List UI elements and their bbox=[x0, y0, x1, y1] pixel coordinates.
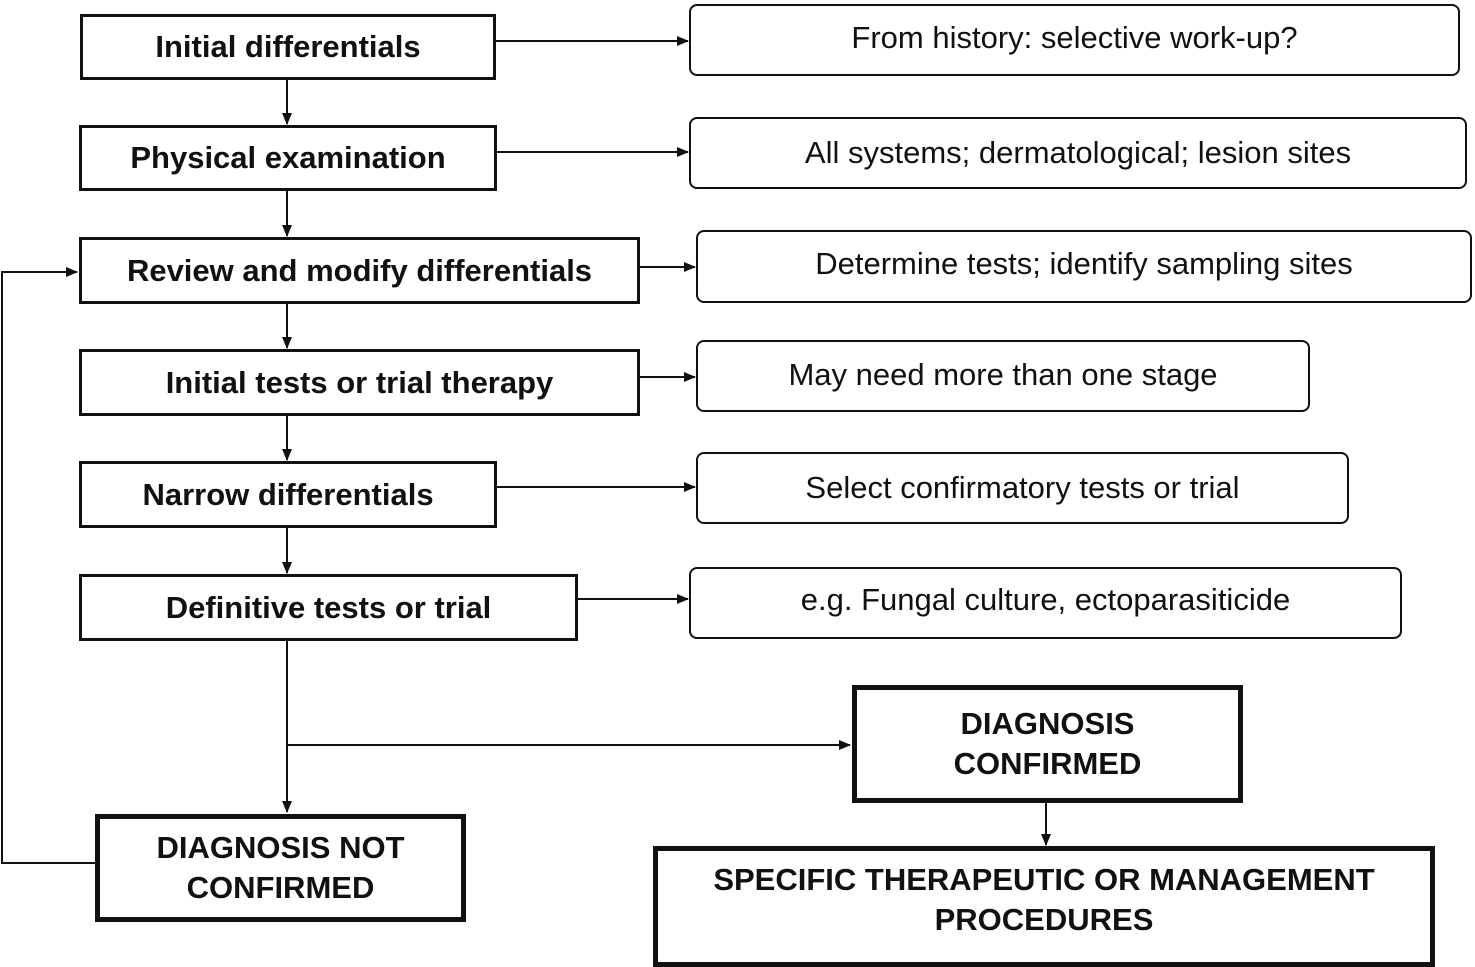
step-label: Initial differentials bbox=[155, 29, 421, 64]
note-more-than-one-stage: May need more than one stage bbox=[696, 340, 1310, 412]
outcome-text: DIAGNOSIS CONFIRMED bbox=[954, 704, 1142, 784]
step-definitive-tests-trial: Definitive tests or trial bbox=[79, 574, 578, 641]
step-initial-differentials: Initial differentials bbox=[80, 14, 496, 80]
outcome-text: DIAGNOSIS NOT CONFIRMED bbox=[156, 828, 404, 908]
note-confirmatory-tests: Select confirmatory tests or trial bbox=[696, 452, 1349, 524]
step-label: Definitive tests or trial bbox=[165, 589, 492, 625]
note-label: e.g. Fungal culture, ectoparasiticide bbox=[800, 582, 1291, 617]
outcome-line: SPECIFIC THERAPEUTIC OR MANAGEMENT bbox=[713, 861, 1375, 897]
outcome-specific-procedures: SPECIFIC THERAPEUTIC OR MANAGEMENT PROCE… bbox=[653, 846, 1435, 967]
step-review-modify-differentials: Review and modify differentials bbox=[79, 237, 640, 304]
feedback-loop-arrow bbox=[1, 267, 97, 864]
outcome-text: SPECIFIC THERAPEUTIC OR MANAGEMENT PROCE… bbox=[713, 860, 1374, 940]
outcome-line: CONFIRMED bbox=[186, 870, 375, 905]
outcome-line: PROCEDURES bbox=[934, 901, 1154, 937]
note-determine-tests: Determine tests; identify sampling sites bbox=[696, 230, 1472, 303]
step-physical-examination: Physical examination bbox=[79, 125, 497, 191]
note-label: All systems; dermatological; lesion site… bbox=[804, 135, 1352, 170]
step-label: Physical examination bbox=[130, 140, 446, 175]
step-label: Initial tests or trial therapy bbox=[165, 364, 554, 400]
outcome-diagnosis-not-confirmed: DIAGNOSIS NOT CONFIRMED bbox=[95, 814, 466, 922]
step-initial-tests-trial-therapy: Initial tests or trial therapy bbox=[79, 349, 640, 416]
step-label: Narrow differentials bbox=[142, 476, 434, 512]
note-fungal-culture: e.g. Fungal culture, ectoparasiticide bbox=[689, 567, 1402, 639]
outcome-diagnosis-confirmed: DIAGNOSIS CONFIRMED bbox=[852, 685, 1243, 803]
note-label: From history: selective work-up? bbox=[851, 20, 1298, 55]
note-label: May need more than one stage bbox=[788, 356, 1218, 392]
note-label: Determine tests; identify sampling sites bbox=[815, 246, 1353, 281]
step-label: Review and modify differentials bbox=[126, 252, 593, 288]
step-narrow-differentials: Narrow differentials bbox=[79, 461, 497, 528]
outcome-line: DIAGNOSIS bbox=[960, 706, 1135, 741]
note-from-history: From history: selective work-up? bbox=[689, 4, 1460, 76]
outcome-line: DIAGNOSIS NOT bbox=[156, 830, 405, 865]
outcome-line: CONFIRMED bbox=[953, 746, 1142, 781]
note-label: Select confirmatory tests or trial bbox=[805, 470, 1240, 505]
note-all-systems: All systems; dermatological; lesion site… bbox=[689, 117, 1467, 189]
